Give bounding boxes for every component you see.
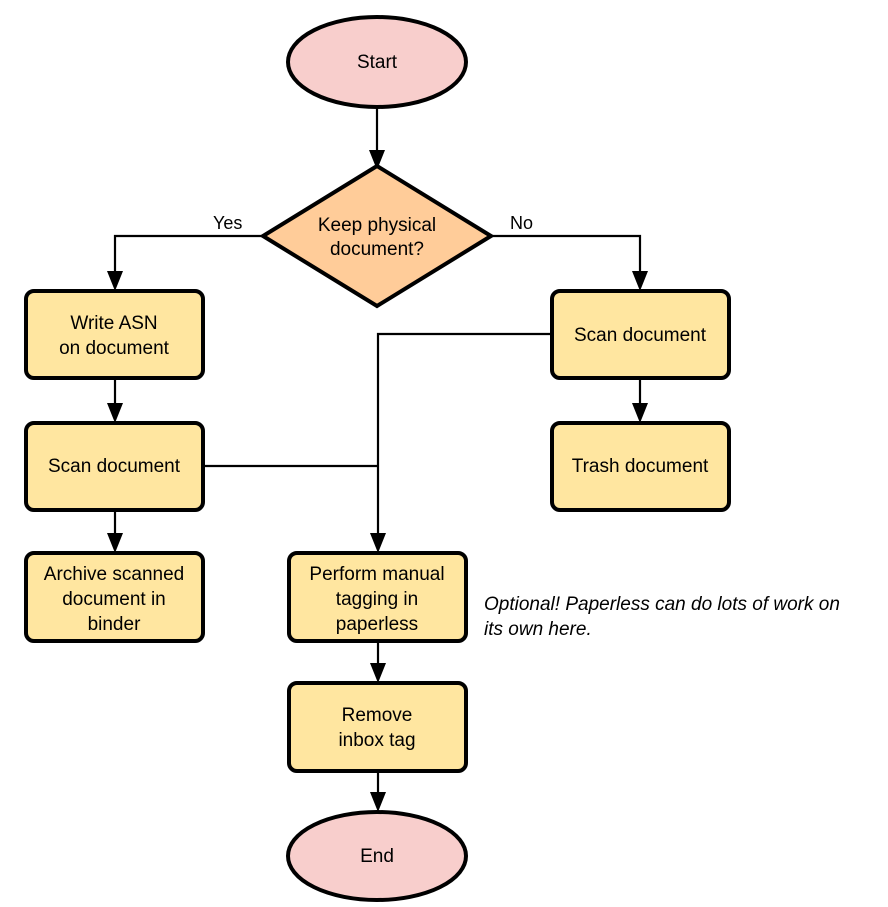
end-ellipse[interactable] — [286, 810, 468, 902]
optional-note: Optional! Paperless can do lots of work … — [484, 594, 840, 640]
start-label: Start — [357, 52, 398, 73]
remove-inbox-label-line-2: inbox tag — [338, 730, 415, 751]
edge-start-to-decision — [369, 107, 385, 170]
edge-asn-to-scan-left — [107, 378, 123, 423]
trash-document-label: Trash document — [572, 456, 709, 477]
decision-label-line-2: document? — [330, 239, 424, 260]
tagging-label-line-2: tagging in — [336, 589, 418, 610]
scan-document-left-box[interactable] — [24, 421, 205, 512]
archive-label-line-2: document in — [62, 589, 166, 610]
node-end[interactable]: End — [286, 810, 468, 902]
edge-decision-no — [491, 234, 648, 291]
write-asn-box[interactable] — [24, 289, 205, 380]
edge-scan-right-to-trash — [632, 378, 648, 423]
perform-manual-tagging-box[interactable] — [287, 551, 468, 643]
node-remove-inbox-tag[interactable]: Remove inbox tag — [287, 681, 468, 773]
edge-scan-left-to-archive — [107, 510, 123, 553]
remove-inbox-label-line-1: Remove — [342, 705, 413, 726]
edge-label-no: No — [510, 213, 533, 233]
node-trash-document[interactable]: Trash document — [550, 421, 731, 512]
archive-label-line-1: Archive scanned — [44, 564, 184, 585]
nodes-layer: Start Keep physical document? Write ASN … — [24, 15, 731, 902]
edge-scan-right-to-tagging — [370, 332, 552, 553]
node-scan-document-right[interactable]: Scan document — [550, 289, 731, 380]
edge-label-yes: Yes — [213, 213, 242, 233]
write-asn-label-line-1: Write ASN — [70, 313, 157, 334]
tagging-label-line-3: paperless — [336, 614, 418, 635]
scan-document-right-label: Scan document — [574, 325, 707, 346]
scan-document-right-box[interactable] — [550, 289, 731, 380]
edge-decision-yes — [107, 234, 263, 291]
node-start[interactable]: Start — [286, 15, 468, 109]
scan-document-left-label: Scan document — [48, 456, 181, 477]
end-label: End — [360, 846, 394, 867]
decision-label-line-1: Keep physical — [318, 215, 436, 236]
decision-diamond[interactable] — [259, 163, 495, 309]
optional-note-line-2: its own here. — [484, 619, 592, 640]
node-archive-scanned-document-in-binder[interactable]: Archive scanned document in binder — [24, 551, 205, 643]
edge-remove-inbox-to-end — [370, 771, 386, 812]
edges-layer — [107, 107, 648, 812]
edge-tagging-to-remove-inbox — [370, 641, 386, 683]
start-ellipse[interactable] — [286, 15, 468, 109]
node-perform-manual-tagging-in-paperless[interactable]: Perform manual tagging in paperless — [287, 551, 468, 643]
archive-scanned-box[interactable] — [24, 551, 205, 643]
write-asn-label-line-2: on document — [59, 338, 170, 359]
node-keep-physical-document[interactable]: Keep physical document? — [259, 163, 495, 309]
node-write-asn-on-document[interactable]: Write ASN on document — [24, 289, 205, 380]
optional-note-line-1: Optional! Paperless can do lots of work … — [484, 594, 840, 615]
remove-inbox-tag-box[interactable] — [287, 681, 468, 773]
tagging-label-line-1: Perform manual — [309, 564, 444, 585]
node-scan-document-left[interactable]: Scan document — [24, 421, 205, 512]
archive-label-line-3: binder — [88, 614, 141, 635]
trash-document-box[interactable] — [550, 421, 731, 512]
edge-labels-layer: Yes No — [213, 213, 533, 233]
